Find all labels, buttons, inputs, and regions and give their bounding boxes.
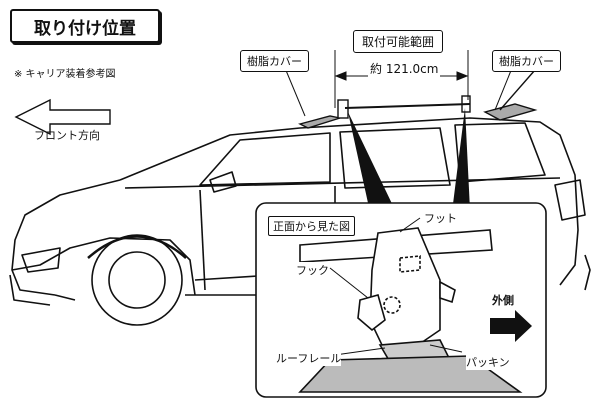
outside-arrow (490, 310, 532, 342)
outside-label: 外側 (492, 292, 514, 308)
hook-label: フック (296, 262, 329, 278)
mount-range-label: 取付可能範囲 (353, 30, 444, 53)
roof-rail-label: ルーフレール (276, 350, 342, 366)
front-wheel (87, 234, 187, 326)
roof-carrier (298, 69, 538, 129)
resin-cover-left-label: 樹脂カバー (240, 50, 309, 72)
front-direction-label: フロント方向 (34, 129, 100, 142)
resin-cover-right-label: 樹脂カバー (492, 50, 561, 72)
mount-range-distance: 約 121.0cm (368, 60, 441, 77)
foot-detail (298, 227, 523, 393)
reference-note: ※ キャリア装着参考図 (14, 69, 116, 80)
front-arrow (14, 98, 111, 136)
foot-label: フット (424, 210, 457, 226)
packing-label: パッキン (466, 354, 510, 370)
page-title: 取り付け位置 (10, 9, 160, 43)
inset-title: 正面から見た図 (268, 216, 355, 236)
